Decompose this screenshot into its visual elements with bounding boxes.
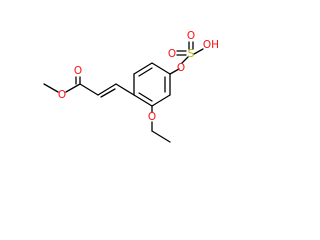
ester-methyl-bond	[43, 83, 59, 93]
ring-bond	[133, 94, 153, 107]
vinyl-double-bond	[100, 88, 116, 98]
structure-diagram: O S OH O O O O O	[43, 30, 219, 143]
o-s-bond	[181, 56, 189, 64]
ring-bond	[151, 94, 171, 107]
atom-label-layer: O S OH O O O O O	[58, 30, 219, 123]
bond-layer	[43, 41, 204, 143]
ring-bond	[151, 62, 171, 75]
ester-o-bond	[65, 83, 81, 93]
atom-label-sulfonate-oh: OH	[203, 39, 219, 51]
atom-label-sulfonate-o-left: O	[168, 48, 176, 60]
methoxy-methyl-bond	[151, 130, 171, 143]
s-oh-bond	[193, 48, 204, 55]
ring-double-bond	[138, 67, 153, 77]
atom-label-sulfonate-o-bottom: O	[177, 62, 185, 74]
ring-o-bond	[169, 68, 180, 75]
vinyl-carbonyl-bond	[79, 83, 99, 96]
vinyl-double-bond	[97, 83, 117, 96]
ring-bond	[133, 62, 153, 75]
ring-vinyl-bond	[115, 83, 135, 96]
atom-label-sulfonate-o-top: O	[187, 30, 195, 42]
atom-label-sulfonate-s: S	[188, 48, 195, 60]
atom-label-ester-o: O	[58, 89, 66, 101]
atom-label-ester-carbonyl-o: O	[74, 65, 82, 77]
ring-double-bond	[138, 92, 153, 102]
atom-label-methoxy-o: O	[148, 111, 156, 123]
